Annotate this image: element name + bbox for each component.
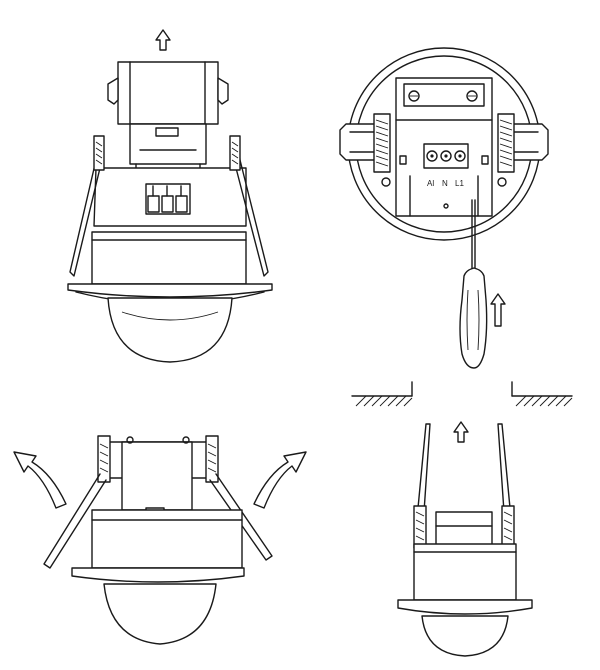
spring-clip-icon [339, 113, 391, 187]
panel-step-1 [67, 29, 273, 363]
spring-clip-icon [69, 135, 105, 277]
up-arrow-icon [453, 421, 469, 443]
terminal-label-l1: L1 [455, 179, 464, 188]
spring-clip-icon [497, 423, 515, 549]
terminal-label-n: N [442, 179, 448, 188]
spring-clip-icon [229, 135, 269, 277]
spring-clip-icon [497, 113, 549, 187]
terminal-block: Al N L1 [423, 143, 469, 188]
curved-arrow-icon [253, 451, 307, 509]
spring-clip-icon [413, 423, 431, 549]
panel-step-3 [13, 435, 307, 645]
ceiling-hatch-icon [351, 381, 573, 407]
curved-arrow-icon [13, 451, 67, 509]
screwdriver-icon [459, 199, 488, 369]
spring-clip-icon [43, 435, 111, 569]
mounting-box [107, 61, 229, 177]
sensor-housing [67, 135, 273, 363]
panel-step-2: Al N L1 [339, 47, 549, 369]
up-arrow-icon [490, 293, 506, 327]
terminal-label-al: Al [427, 179, 434, 188]
panel-step-4 [351, 381, 573, 657]
terminal-block [145, 183, 191, 215]
up-arrow-icon [155, 29, 171, 51]
